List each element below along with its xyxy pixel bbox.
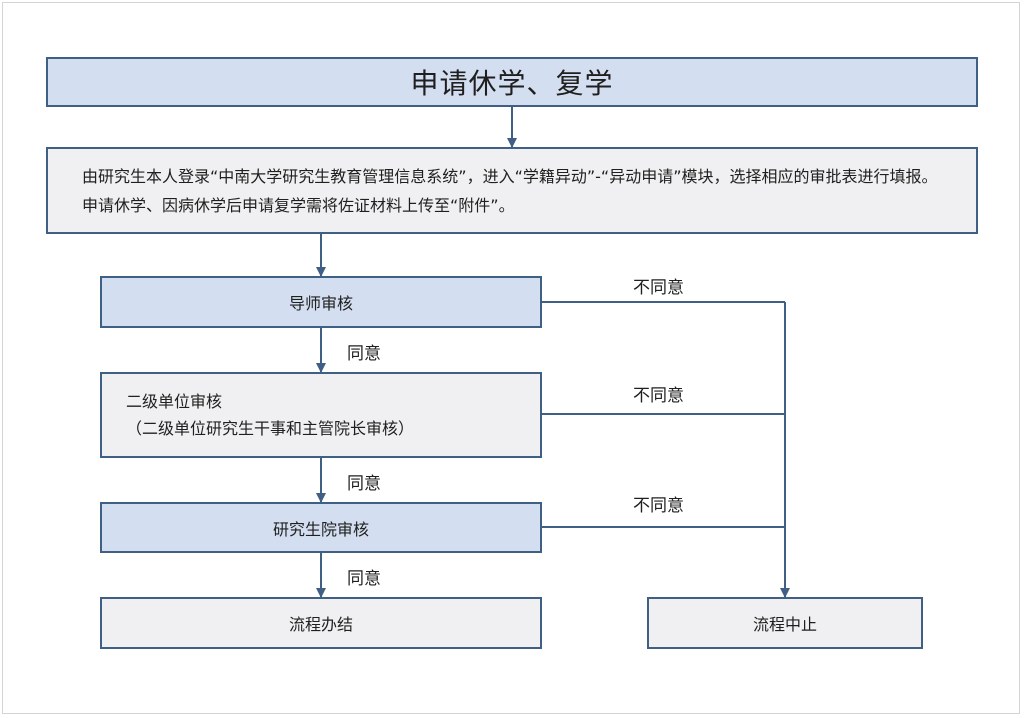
process-terminated-label: 流程中止 — [752, 615, 817, 634]
intro-text: 由研究生本人登录“中南大学研究生教育管理信息系统”，进入“学籍异动”-“异动申请… — [82, 166, 938, 215]
unit-review-label: 二级单位审核 — [126, 392, 223, 411]
agree-label-gradschool: 同意 — [347, 569, 381, 589]
unit-review-box: 二级单位审核 （二级单位研究生干事和主管院长审核） — [100, 372, 542, 458]
page-title: 申请休学、复学 — [410, 67, 614, 100]
disagree-label-gradschool: 不同意 — [633, 496, 684, 516]
unit-review-detail: （二级单位研究生干事和主管院长审核） — [126, 419, 415, 438]
disagree-label-advisor: 不同意 — [633, 278, 684, 298]
agree-label-unit: 同意 — [347, 474, 381, 494]
process-terminated-box: 流程中止 — [647, 597, 923, 649]
process-complete-box: 流程办结 — [100, 597, 542, 649]
disagree-label-unit: 不同意 — [633, 386, 684, 406]
title-box: 申请休学、复学 — [46, 57, 978, 107]
process-complete-label: 流程办结 — [288, 615, 353, 634]
graduate-school-review-box: 研究生院审核 — [100, 502, 542, 553]
graduate-school-review-label: 研究生院审核 — [272, 519, 369, 539]
advisor-review-label: 导师审核 — [288, 294, 353, 313]
agree-label-advisor: 同意 — [347, 344, 381, 364]
intro-box: 由研究生本人登录“中南大学研究生教育管理信息系统”，进入“学籍异动”-“异动申请… — [46, 147, 978, 234]
advisor-review-box: 导师审核 — [100, 276, 542, 328]
